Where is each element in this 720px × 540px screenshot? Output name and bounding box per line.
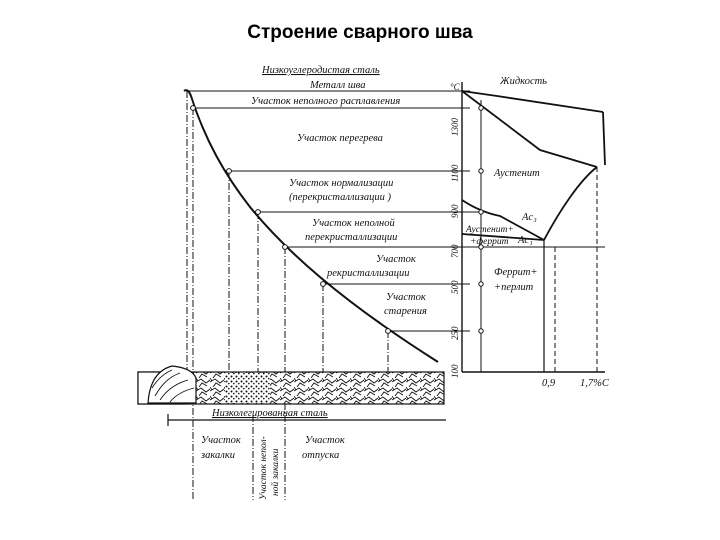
phase-label-austenite: Аустенит <box>493 168 540 179</box>
carbon-label-0-9: 0,9 <box>542 378 556 389</box>
zone-boundary-lines <box>187 90 605 332</box>
page-title: Строение сварного шва <box>247 22 473 43</box>
phase-label-ferrite-pearlite-1: Феррит+ <box>494 267 538 278</box>
zone-label-partial-recryst-2: перекристаллизации <box>305 232 397 243</box>
tick-1300: 1300 <box>450 118 460 137</box>
tick-100: 100 <box>450 364 460 378</box>
zone-label-partial-melting: Участок неполного расплавления <box>251 96 400 107</box>
weld-bead <box>147 365 197 404</box>
lower-label-quench-1: Участок <box>201 435 241 446</box>
weld-bead-hatching <box>151 369 195 403</box>
carbon-label-1-7: 1,7%C <box>580 378 610 389</box>
zone-point <box>385 328 391 334</box>
phase-point <box>478 244 484 250</box>
phase-label-liquid: Жидкость <box>499 76 547 87</box>
phase-label-ac1: Ac₁ <box>517 235 533 246</box>
header-low-alloy-steel: Низколегированная сталь <box>211 408 328 419</box>
fine-grain-zone <box>225 373 270 403</box>
acm-line <box>543 166 598 241</box>
lower-label-temper-2: отпуска <box>302 450 339 461</box>
solidus-line <box>461 90 598 168</box>
zone-label-aging-2: старения <box>384 306 427 317</box>
header-low-carbon-steel: Низкоуглеродистая сталь <box>261 65 380 76</box>
zone-label-overheating: Участок перегрева <box>297 133 383 144</box>
tick-1100: 1100 <box>450 164 460 182</box>
phase-point <box>478 281 484 287</box>
zone-point <box>255 209 261 215</box>
lower-label-temper-1: Участок <box>305 435 345 446</box>
zone-label-aging-1: Участок <box>386 292 426 303</box>
zone-label-recryst-2: рекристаллизации <box>326 268 409 279</box>
liquidus-line <box>461 90 604 113</box>
tick-250: 250 <box>450 326 460 340</box>
phase-point <box>478 105 484 111</box>
phase-label-austenite-ferrite-2: +феррит <box>470 236 509 247</box>
ac1-line <box>461 233 545 241</box>
zone-label-partial-recryst-1: Участок неполной <box>312 218 395 229</box>
temperature-ticks: 1300 1100 900 700 500 250 100 <box>450 118 460 379</box>
zone-point <box>282 244 288 250</box>
phase-point <box>478 209 484 215</box>
lower-label-partial-quench-2: ной закалки <box>270 448 281 496</box>
zone-label-recryst-1: Участок <box>376 254 416 265</box>
right-edge-line <box>602 111 606 166</box>
phase-label-ferrite-pearlite-2: +перлит <box>494 282 534 293</box>
zone-label-normalization-note: (перекристаллизации ) <box>289 192 391 203</box>
lower-label-partial-quench-1: Участок непол- <box>259 436 269 500</box>
zone-point <box>226 168 232 174</box>
temperature-curve <box>183 89 439 363</box>
zone-points <box>190 105 391 334</box>
axis-unit-label: °C <box>450 82 461 92</box>
phase-label-ac3: Ac₃ <box>521 212 537 223</box>
tick-900: 900 <box>450 204 460 218</box>
tick-500: 500 <box>450 280 460 294</box>
phase-point <box>478 328 484 334</box>
phase-points <box>478 105 484 334</box>
zone-point <box>320 281 326 287</box>
tick-700: 700 <box>450 244 460 258</box>
phase-point <box>478 168 484 174</box>
zone-label-normalization: Участок нормализации <box>289 178 393 189</box>
phase-label-austenite-ferrite-1: Аустенит+ <box>465 225 514 235</box>
weld-cross-section <box>137 365 445 405</box>
zone-label-weld-metal: Металл шва <box>309 80 366 91</box>
zone-point <box>190 105 196 111</box>
lower-label-quench-2: закалки <box>200 450 235 461</box>
